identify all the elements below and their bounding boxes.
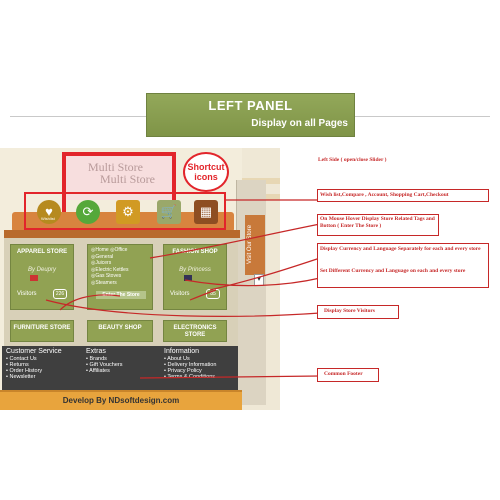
tag-link[interactable]: General <box>95 253 114 260</box>
annotation-footer: Common Footer <box>324 371 363 377</box>
annotation-hover: On Mouse Hover Display Store Related Tag… <box>320 216 435 229</box>
wishlist-icon[interactable]: ♥ <box>37 200 61 224</box>
footer-link[interactable]: • Contact Us <box>6 356 37 362</box>
wishlist-caption: Wishlist <box>41 216 55 221</box>
tag-link[interactable]: Juicers <box>95 260 112 266</box>
footer-link[interactable]: • Gift Vouchers <box>86 362 123 368</box>
footer-link[interactable]: • Delivery Information <box>164 362 217 368</box>
header-divider-left <box>10 116 146 117</box>
store-card-beauty[interactable]: BEAUTY SHOP <box>87 320 153 342</box>
account-icon[interactable]: ⚙ <box>116 200 140 224</box>
developer-credit[interactable]: Develop By NDsoftdesign.com <box>62 396 180 405</box>
annotation-box-hover <box>317 214 439 236</box>
banner-title: LEFT PANEL <box>208 98 293 113</box>
visitors-count: 226 <box>53 289 67 299</box>
logo-frame-left <box>62 196 66 220</box>
shopping-cart-icon[interactable]: 🛒 <box>157 200 181 224</box>
line-currency2 <box>184 277 321 287</box>
tag-link[interactable]: Gas Stoves <box>95 273 122 279</box>
common-footer <box>2 346 238 390</box>
footer-link[interactable]: • Privacy Policy <box>164 368 202 374</box>
tag-link[interactable]: Office <box>114 247 128 253</box>
header-divider-right <box>355 116 490 117</box>
visitors-label: Visitors <box>17 291 37 297</box>
store-card-furniture[interactable]: FURNITURE STORE <box>10 320 74 342</box>
annotation-currency1: Display Currency and Language Separately… <box>320 246 481 252</box>
footer-link[interactable]: • Newsletter <box>6 374 36 380</box>
enter-store-button[interactable]: Enter The Store <box>96 291 146 299</box>
shortcut-icons-bubble: Shortcut icons <box>183 152 229 192</box>
developer-bar: Develop By NDsoftdesign.com <box>0 390 242 410</box>
banner-subtitle: Display on all Pages <box>251 118 348 129</box>
line-footer <box>139 375 321 379</box>
footer-heading: Customer Service <box>6 348 62 355</box>
annotation-box-visitors <box>317 305 399 319</box>
tag-link[interactable]: Home <box>95 247 109 253</box>
footer-link[interactable]: • Affiliates <box>86 368 110 374</box>
shortcut-highlight <box>24 192 226 230</box>
annotation-shortcuts: Wish list,Compare , Account, Shopping Ca… <box>320 192 449 198</box>
annotation-slider: Left Side ( open/close Slider ) <box>318 157 387 163</box>
line-visitors-2 <box>59 294 121 311</box>
footer-link[interactable]: • About Us <box>164 356 190 362</box>
tag-link[interactable]: Electric Kettles <box>95 266 129 273</box>
store-card-electronics[interactable]: ELECTRONICS STORE <box>163 320 227 342</box>
logo-text-shadow: Multi Store <box>100 172 156 186</box>
footer-heading: Information <box>164 348 200 355</box>
currency-flag-icon[interactable] <box>184 275 192 281</box>
store-tags: ◎Home ◎Office ◎General ◎Juicers ◎Electri… <box>91 247 129 286</box>
store-owner: By Princess <box>179 267 211 273</box>
annotation-visitors: Display Store Visitors <box>324 308 375 314</box>
header-banner: LEFT PANEL Display on all Pages <box>146 93 355 137</box>
footer-heading: Extras <box>86 348 106 355</box>
compare-icon[interactable]: ⟳ <box>76 200 100 224</box>
currency-flag-icon[interactable] <box>30 275 38 281</box>
line-hover <box>149 223 321 259</box>
store-card-apparel[interactable]: APPAREL STORE By Deupry Visitors 226 <box>10 244 74 310</box>
shortcut-shelf-base <box>4 230 240 238</box>
annotation-box-currency <box>317 243 489 288</box>
annotation-box-footer <box>317 368 379 382</box>
annotation-box-shortcuts <box>317 189 489 202</box>
line-currency1 <box>209 257 321 291</box>
store-owner: By Deupry <box>27 267 56 273</box>
footer-link[interactable]: • Returns <box>6 362 29 368</box>
store-name: FASHION SHOP <box>172 249 218 255</box>
footer-link[interactable]: • Order History <box>6 368 43 374</box>
line-visitors-3 <box>189 289 217 301</box>
store-name: APPAREL STORE <box>16 249 68 255</box>
tag-link[interactable]: Steamers <box>95 279 117 286</box>
store-card-hover[interactable]: ◎Home ◎Office ◎General ◎Juicers ◎Electri… <box>87 244 153 310</box>
annotation-currency2: Set Different Currency and Language on e… <box>320 268 466 274</box>
visitors-label: Visitors <box>170 291 190 297</box>
logo-text[interactable]: Multi Store <box>88 160 144 174</box>
store-card-fashion[interactable]: FASHION SHOP By Princess Visitors 85 <box>163 244 227 310</box>
line-visitors <box>45 299 321 317</box>
footer-col-customer-service: Customer Service • Contact Us • Returns … <box>6 348 62 380</box>
footer-col-extras: Extras • Brands • Gift Vouchers • Affili… <box>86 348 123 374</box>
checkout-icon[interactable]: ▦ <box>194 200 218 224</box>
footer-link[interactable]: • Brands <box>86 356 107 362</box>
